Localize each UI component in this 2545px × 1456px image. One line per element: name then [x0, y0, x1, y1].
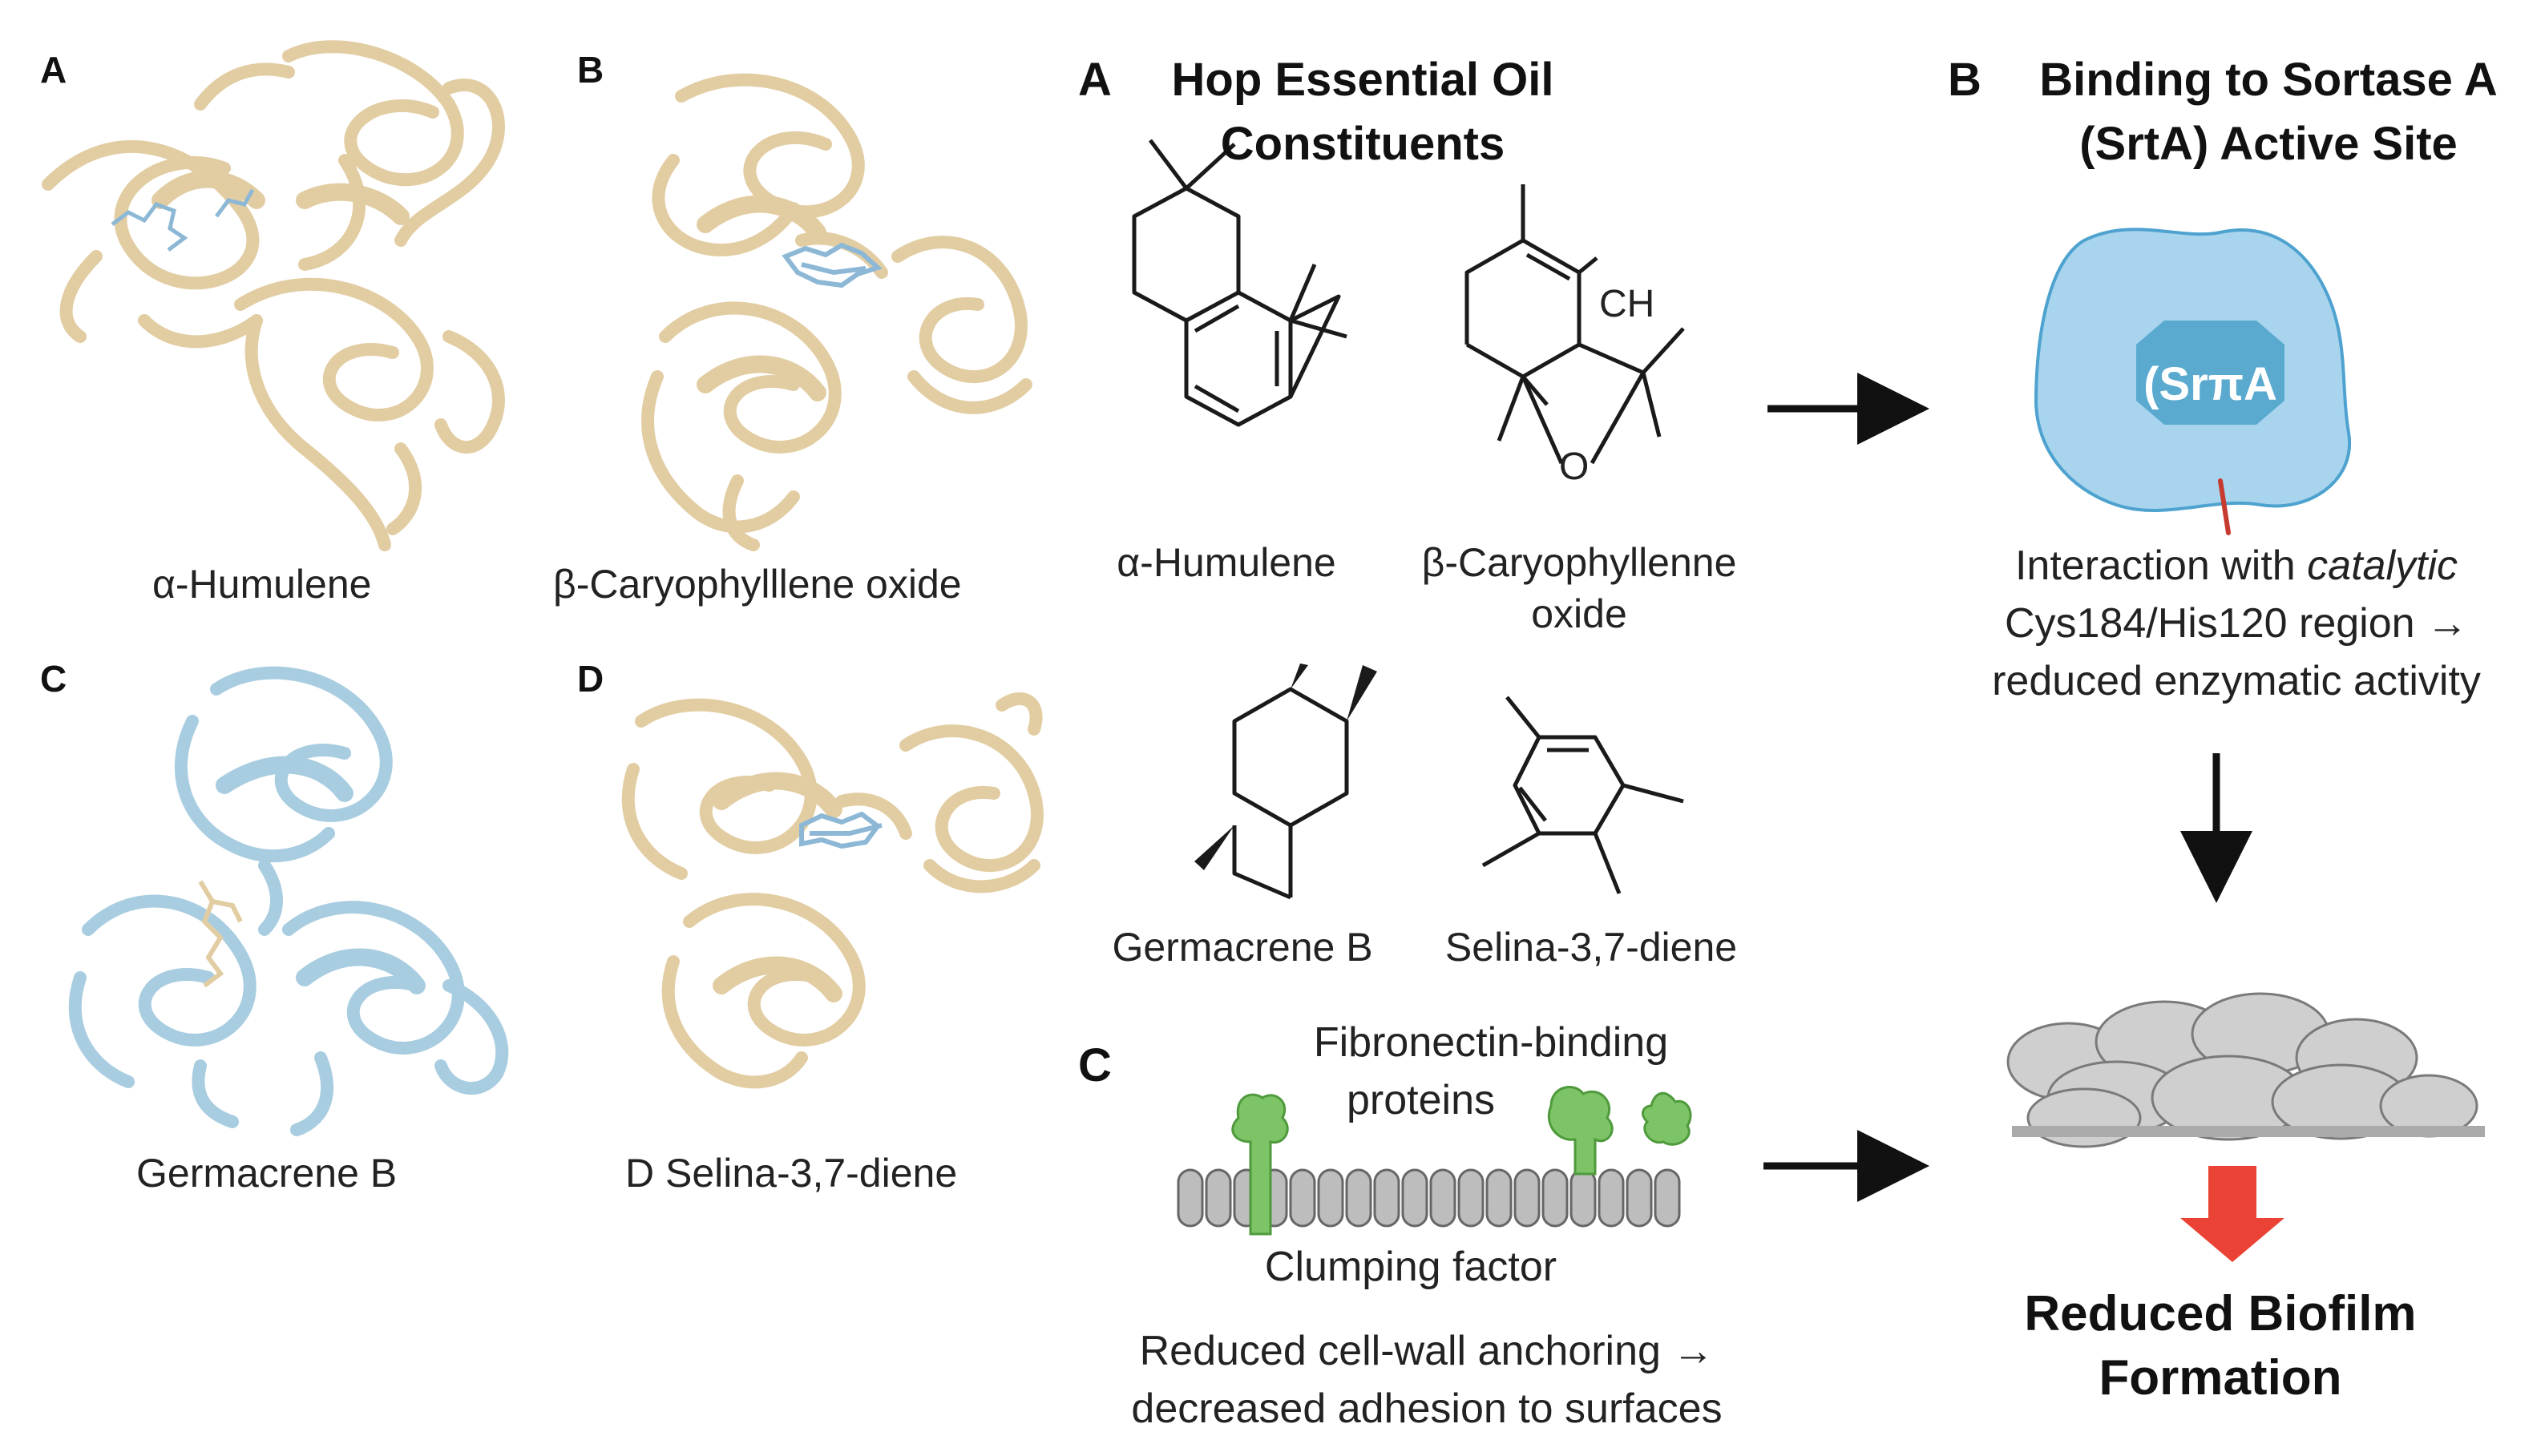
enzyme-label: (SrπA — [2143, 358, 2277, 410]
clumping-factor-label: Clumping factor — [1264, 1244, 1557, 1290]
biofilm-cells — [2006, 992, 2478, 1148]
hop-title-line2: Constituents — [1220, 118, 1505, 170]
ch-atom-label: CH — [1599, 283, 1655, 325]
binding-text-line1: Interaction with catalytic — [1940, 537, 2533, 595]
outcome-title: Reduced Biofilm Formation — [1964, 1282, 2477, 1410]
docking-image-c — [68, 666, 509, 1136]
binding-title-line1: Binding to Sortase A — [2039, 54, 2498, 106]
ligand-c — [198, 880, 243, 988]
caption-selina-diene: D Selina-3,7-diene — [625, 1151, 958, 1196]
caption-beta-caryophyllene-oxide: β-Caryophylllene oxide — [553, 562, 962, 607]
caption-alpha-humulene: α-Humulene — [152, 562, 372, 607]
fibronectin-label-line2: proteins — [1347, 1077, 1495, 1123]
hop-title-line1: Hop Essential Oil — [1171, 54, 1554, 106]
binding-text-line3: reduced enzymatic activity — [1992, 658, 2481, 704]
ligand-b — [782, 242, 883, 288]
beta-caryophyllene-oxide-structure — [1464, 184, 1685, 465]
outcome-title-line1: Reduced Biofilm — [2024, 1286, 2417, 1341]
docking-image-d — [621, 692, 1044, 1089]
panel-letter-a: A — [40, 49, 67, 91]
panel-letter-b: B — [577, 49, 604, 91]
caption-germacrene-b: Germacrene B — [136, 1151, 398, 1196]
name-beta-caryophyllene-line1: β-Caryophyllenne — [1421, 540, 1737, 585]
name-alpha-humulene-line1: α-Humulene — [1117, 540, 1336, 585]
panel-letter-d: D — [577, 658, 604, 700]
panel-letter-c: C — [40, 658, 67, 700]
selina-diene-structure — [1481, 696, 1684, 894]
binding-letter: B — [1948, 54, 1981, 106]
binding-text-line2: Cys184/His120 region → — [2004, 600, 2469, 647]
binding-description: Interaction with catalytic Cys184/His120… — [1940, 537, 2533, 710]
outcome-title-line2: Formation — [2099, 1350, 2342, 1406]
ligand-a — [111, 188, 255, 252]
docking-image-b — [641, 73, 1032, 551]
sortase-enzyme — [2034, 228, 2352, 535]
hop-letter: A — [1078, 54, 1112, 106]
name-germacrene-b: Germacrene B — [1102, 922, 1383, 973]
binding-title: Binding to Sortase A (SrtA) Active Site — [2004, 48, 2533, 176]
binding-text-line1-pre: Interaction with — [2014, 542, 2308, 589]
name-selina-diene: Selina-3,7-diene — [1419, 922, 1763, 973]
docking-image-a — [42, 40, 505, 551]
fibronectin-label-line1: Fibronectin-binding — [1313, 1019, 1669, 1066]
adhesion-text-line2: decreased adhesion to surfaces — [1131, 1385, 1723, 1432]
name-alpha-humulene: α-Humulene — [1090, 537, 1363, 588]
germacrene-b-wedges — [1194, 663, 1377, 870]
name-germacrene-b-line1: Germacrene B — [1112, 925, 1373, 970]
adhesion-text-line1: Reduced cell-wall anchoring → — [1139, 1328, 1715, 1374]
ligand-d — [799, 811, 883, 849]
germacrene-b-structure — [1232, 687, 1349, 900]
adhesion-letter: C — [1078, 1039, 1112, 1091]
alpha-humulene-structure — [1132, 139, 1347, 427]
hop-title: Hop Essential Oil Constituents — [1138, 48, 1587, 176]
oxygen-atom-label: O — [1559, 446, 1590, 488]
fibronectin-label: Fibronectin-binding proteins — [1283, 1014, 1699, 1129]
name-beta-caryophyllene-line2: oxide — [1531, 591, 1627, 636]
biofilm-surface — [2012, 1126, 2485, 1137]
name-beta-caryophyllene-oxide: β-Caryophyllenne oxide — [1395, 537, 1763, 639]
binding-title-line2: (SrtA) Active Site — [2079, 118, 2458, 170]
name-selina-diene-line1: Selina-3,7-diene — [1444, 925, 1738, 970]
binding-text-line1-em: catalytic — [2307, 542, 2458, 589]
adhesion-description: Reduced cell-wall anchoring → decreased … — [1082, 1322, 1771, 1438]
green-proteins — [1231, 1086, 1692, 1236]
arrow-down-red — [2180, 1166, 2284, 1262]
